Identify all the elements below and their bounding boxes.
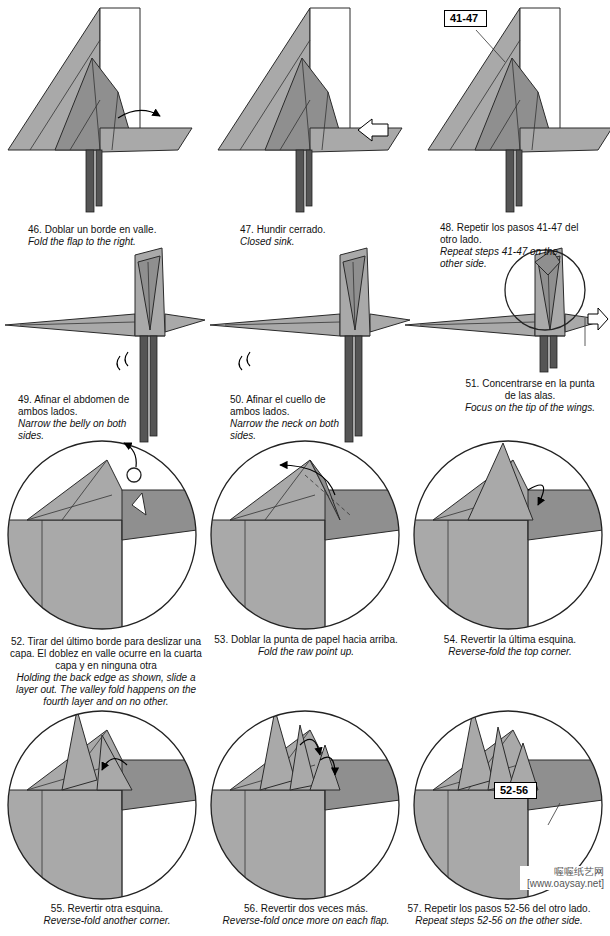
caption-group: 56. Revertir dos veces más.Reverse-fold … [212, 903, 400, 927]
step-caption-spanish: 48. Repetir los pasos 41-47 del otro lad… [440, 222, 580, 246]
step-caption-english: Narrow the neck on both sides. [230, 418, 342, 442]
step-caption-spanish: 54. Revertir la última esquina. [420, 634, 600, 646]
step-caption-english: Fold the flap to the right. [28, 236, 206, 248]
step-caption-english: Closed sink. [240, 236, 410, 248]
step-caption-english: Reverse-fold another corner. [12, 915, 202, 927]
caption-group: 54. Revertir la última esquina.Reverse-f… [420, 634, 600, 658]
caption-group: 53. Doblar la punta de papel hacia arrib… [212, 634, 400, 658]
caption-group: 52. Tirar del último borde para deslizar… [6, 636, 206, 708]
step-caption-spanish: 46. Doblar un borde en valle. [28, 224, 206, 236]
step-range: 41-47 [450, 12, 481, 25]
step-caption-spanish: 56. Revertir dos veces más. [212, 903, 400, 915]
step-caption-english: Holding the back edge as shown, slide a … [6, 672, 206, 708]
step-caption-english: Reverse-fold the top corner. [420, 646, 600, 658]
step-range-box: 52-56 [494, 782, 537, 799]
caption-group: 55. Revertir otra esquina.Reverse-fold a… [12, 903, 202, 927]
caption-group: 47. Hundir cerrado.Closed sink. [240, 224, 410, 248]
step-caption-english: Narrow the belly on both sides. [18, 418, 136, 442]
step-caption-spanish: 53. Doblar la punta de papel hacia arrib… [212, 634, 400, 646]
caption-group: 51. Concentrarse en la punta de las alas… [462, 378, 598, 414]
step-caption-spanish: 47. Hundir cerrado. [240, 224, 410, 236]
step-caption-english: Repeat steps 41-47 on the other side. [440, 246, 580, 270]
caption-group: 喔喔纸艺网[www.oaysay.net] [520, 866, 604, 890]
caption-group: 48. Repetir los pasos 41-47 del otro lad… [440, 222, 580, 270]
step-range-box: 41-47 [444, 10, 487, 27]
caption-group: 57. Repetir los pasos 52-56 del otro lad… [404, 903, 594, 927]
caption-group: 46. Doblar un borde en valle.Fold the fl… [28, 224, 206, 248]
step-caption-english: Repeat steps 52-56 on the other side. [404, 915, 594, 927]
step-caption-spanish: 49. Afinar el abdomen de ambos lados. [18, 394, 136, 418]
caption-group: 50. Afinar el cuello de ambos lados.Narr… [230, 394, 342, 442]
step-caption-english: Focus on the tip of the wings. [462, 402, 598, 414]
caption-group: 49. Afinar el abdomen de ambos lados.Nar… [18, 394, 136, 442]
step-caption-english: Reverse-fold once more on each flap. [212, 915, 400, 927]
watermark: 喔喔纸艺网 [520, 866, 604, 878]
step-caption-spanish: 51. Concentrarse en la punta de las alas… [462, 378, 598, 402]
step-caption-english: Fold the raw point up. [212, 646, 400, 658]
step-caption-spanish: 50. Afinar el cuello de ambos lados. [230, 394, 342, 418]
step-caption-spanish: 52. Tirar del último borde para deslizar… [6, 636, 206, 672]
step-caption-spanish: 55. Revertir otra esquina. [12, 903, 202, 915]
watermark: [www.oaysay.net] [520, 878, 604, 890]
step-range: 52-56 [500, 784, 531, 797]
step-caption-spanish: 57. Repetir los pasos 52-56 del otro lad… [404, 903, 594, 915]
